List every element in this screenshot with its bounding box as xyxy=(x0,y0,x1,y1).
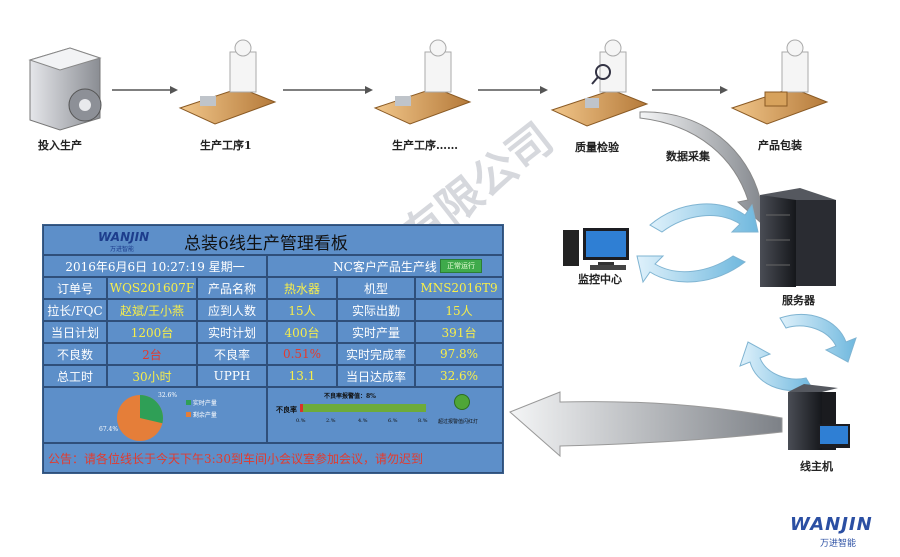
sync-arrows-monitor xyxy=(636,203,759,284)
defect-tick: 4.% xyxy=(358,418,368,424)
quality-inspection-icon xyxy=(550,39,649,127)
board-label-cell: 实时产量 xyxy=(337,321,415,343)
board-value-cell: 0.51% xyxy=(267,343,337,365)
monitor-computer-icon xyxy=(563,228,629,270)
defect-alarm-label: 不良率报警值：8% xyxy=(324,393,376,400)
defect-tick: 2.% xyxy=(326,418,336,424)
worker-icon-1 xyxy=(178,39,277,125)
alarm-lamp-label: 超过报警值闪红灯 xyxy=(438,419,479,425)
legend-realtime: 实时产量 xyxy=(192,400,217,407)
board-value-cell: 13.1 xyxy=(267,365,337,387)
brand-logo: WANJIN xyxy=(790,514,873,535)
server-icon xyxy=(760,188,836,287)
board-value-cell: 30小时 xyxy=(107,365,197,387)
board-value-cell: 97.8% xyxy=(415,343,503,365)
board-value-cell: MNS2016T9 xyxy=(415,277,503,299)
board-label-cell: 机型 xyxy=(337,277,415,299)
pie-label-large: 67.4% xyxy=(99,426,119,433)
defect-panel: 不良率报警值：8% 不良率 0.% 2.% 4.% 6.% 8.% 超过报警值闪… xyxy=(267,387,503,443)
board-label-cell: 应到人数 xyxy=(197,299,267,321)
input-production-icon xyxy=(28,47,102,131)
board-label-cell: 实时完成率 xyxy=(337,343,415,365)
defect-rate-label: 不良率 xyxy=(276,405,297,414)
board-label-cell: 当日计划 xyxy=(43,321,107,343)
board-label-cell: 不良率 xyxy=(197,343,267,365)
server-label: 服务器 xyxy=(782,294,815,307)
board-datetime: 2016年6月6日 10:27:19 星期一 xyxy=(43,255,267,277)
step-label-process1: 生产工序1 xyxy=(200,139,252,152)
board-notice: 公告：请各位线长于今天下午3:30到车间小会议室参加会议，请勿迟到 xyxy=(43,443,503,473)
board-value-cell: 1200台 xyxy=(107,321,197,343)
board-title-row: WANJIN 万进智能 总装6线生产管理看板 xyxy=(43,225,503,255)
board-label-cell: UPPH xyxy=(197,365,267,387)
defect-bar-fill xyxy=(300,404,303,412)
step-label-process-n: 生产工序…… xyxy=(392,139,458,152)
board-value-cell: WQS201607F xyxy=(107,277,197,299)
legend-remaining: 剩余产量 xyxy=(192,412,217,419)
worker-icon-2 xyxy=(373,39,472,125)
step-label-quality: 质量检验 xyxy=(575,141,619,154)
defect-tick: 6.% xyxy=(388,418,398,424)
board-value-cell: 15人 xyxy=(267,299,337,321)
line-to-board-arrow xyxy=(509,391,783,458)
step-label-input: 投入生产 xyxy=(38,139,82,152)
board-title: 总装6线生产管理看板 xyxy=(184,234,348,254)
board-label-cell: 不良数 xyxy=(43,343,107,365)
board-value-cell: 热水器 xyxy=(267,277,337,299)
board-label-cell: 实际出勤 xyxy=(337,299,415,321)
alarm-lamp-icon xyxy=(454,394,470,410)
line-host-icon xyxy=(788,384,850,450)
pie-label-small: 32.6% xyxy=(158,392,178,399)
data-collect-label: 数据采集 xyxy=(666,150,710,163)
board-logo-sub: 万进智能 xyxy=(110,246,135,253)
board-value-cell: 赵斌/王小燕 xyxy=(107,299,197,321)
board-label-cell: 产品名称 xyxy=(197,277,267,299)
step-label-packaging: 产品包装 xyxy=(758,139,802,152)
pie-chart xyxy=(117,395,163,441)
pie-slice-realtime xyxy=(140,395,163,424)
board-value-cell: 32.6% xyxy=(415,365,503,387)
board-label-cell: 拉长/FQC xyxy=(43,299,107,321)
monitor-label: 监控中心 xyxy=(578,273,622,286)
board-label-cell: 订单号 xyxy=(43,277,107,299)
sync-arrows-line xyxy=(739,314,857,391)
board-value-cell: 400台 xyxy=(267,321,337,343)
brand-logo-sub: 万进智能 xyxy=(820,539,857,549)
production-board: WANJIN 万进智能 总装6线生产管理看板 2016年6月6日 10:27:1… xyxy=(42,224,504,474)
pie-panel: 32.6% 67.4% 实时产量 剩余产量 xyxy=(43,387,267,443)
defect-tick: 0.% xyxy=(296,418,306,424)
board-value-cell: 391台 xyxy=(415,321,503,343)
defect-bar-track xyxy=(300,404,426,412)
board-label-cell: 实时计划 xyxy=(197,321,267,343)
board-label-cell: 当日达成率 xyxy=(337,365,415,387)
board-logo: WANJIN xyxy=(98,230,150,244)
packaging-icon xyxy=(730,39,829,125)
status-indicator: 正常运行 xyxy=(440,259,482,273)
board-value-cell: 15人 xyxy=(415,299,503,321)
defect-tick: 8.% xyxy=(418,418,428,424)
board-label-cell: 总工时 xyxy=(43,365,107,387)
board-customer: NC客户产品生产线 xyxy=(333,259,437,274)
line-host-label: 线主机 xyxy=(800,460,833,473)
board-value-cell: 2台 xyxy=(107,343,197,365)
